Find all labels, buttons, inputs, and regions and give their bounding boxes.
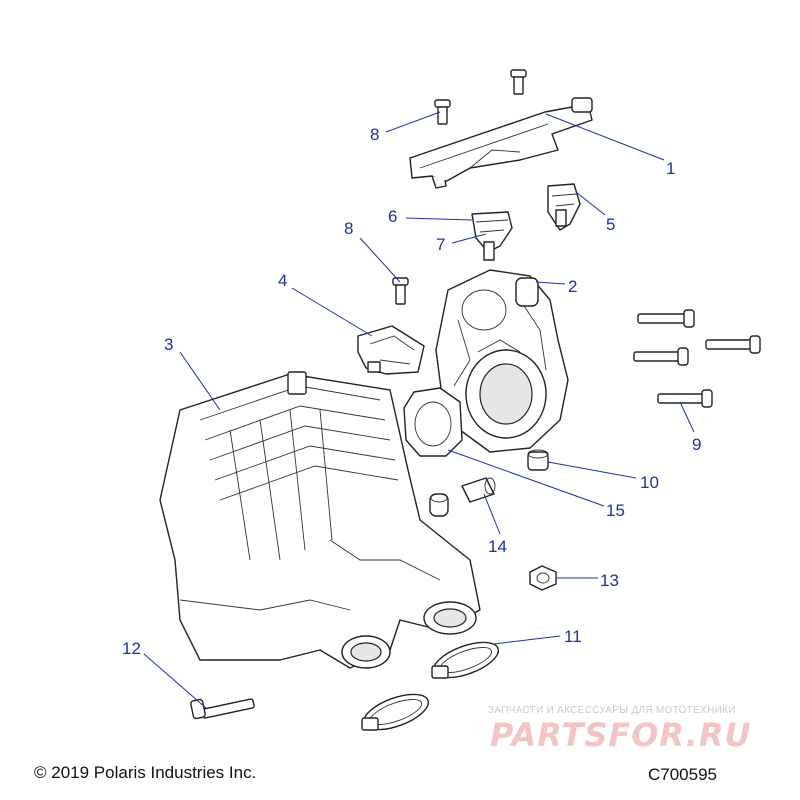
bolt-top-left bbox=[434, 99, 451, 125]
spacer-tube bbox=[461, 477, 496, 503]
bolt-manifold bbox=[190, 698, 255, 720]
callout-14: 14 bbox=[488, 537, 507, 556]
callout-2: 2 bbox=[568, 277, 577, 296]
grommet bbox=[429, 493, 449, 517]
callout-8-top: 8 bbox=[370, 125, 379, 144]
bolt-mid bbox=[392, 277, 409, 305]
callout-13: 13 bbox=[600, 571, 619, 590]
watermark-logo: PARTSFOR.RU bbox=[490, 716, 752, 754]
gasket bbox=[403, 387, 463, 457]
bolt-top-right bbox=[510, 69, 527, 95]
callout-6: 6 bbox=[388, 207, 397, 226]
callout-1: 1 bbox=[666, 159, 675, 178]
diagram-code: C700595 bbox=[648, 765, 718, 784]
callout-12: 12 bbox=[122, 639, 141, 658]
map-sensor bbox=[357, 325, 425, 375]
callout-10: 10 bbox=[640, 473, 659, 492]
fuel-injector-right bbox=[547, 183, 581, 231]
hose-clamp-lower bbox=[361, 693, 430, 731]
callout-7: 7 bbox=[436, 235, 445, 254]
nut bbox=[529, 565, 557, 591]
intake-manifold bbox=[159, 371, 481, 669]
callout-11: 11 bbox=[564, 627, 582, 646]
fuel-injector-left bbox=[471, 211, 513, 261]
callout-8-mid: 8 bbox=[344, 219, 353, 238]
watermark-tagline: ЗАПЧАСТИ И АКСЕССУАРЫ ДЛЯ МОТОТЕХНИКИ bbox=[488, 705, 736, 716]
callout-5: 5 bbox=[606, 215, 615, 234]
copyright-text: © 2019 Polaris Industries Inc. bbox=[34, 763, 257, 782]
callout-3: 3 bbox=[164, 335, 173, 354]
callout-4: 4 bbox=[278, 271, 287, 290]
fuel-rail bbox=[409, 97, 593, 189]
bushing bbox=[527, 449, 549, 471]
callout-9: 9 bbox=[692, 435, 701, 454]
hose-clamp-upper bbox=[431, 641, 500, 679]
throttle-body bbox=[435, 269, 569, 453]
bolts-throttle bbox=[633, 309, 761, 408]
callout-15: 15 bbox=[606, 501, 625, 520]
leader-lines bbox=[143, 111, 695, 709]
